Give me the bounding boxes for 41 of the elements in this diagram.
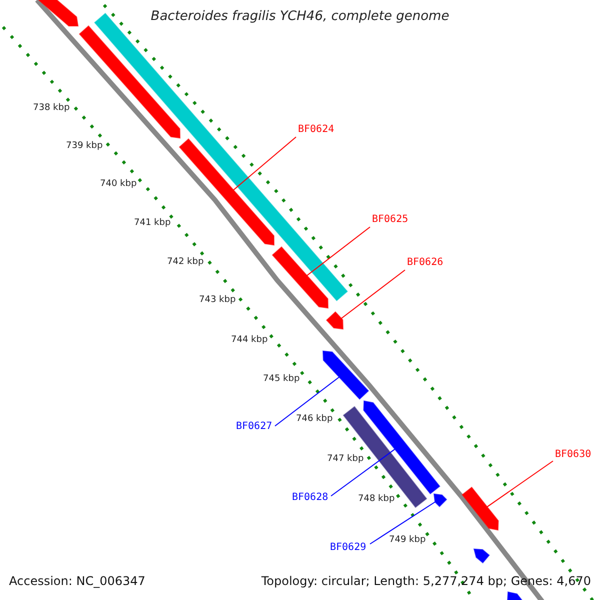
scale-label: 749 kbp xyxy=(389,535,426,545)
scale-label: 745 kbp xyxy=(263,374,300,384)
gene-label: BF0625 xyxy=(372,214,408,225)
scale-label: 748 kbp xyxy=(358,494,395,504)
accession-text: Accession: NC_006347 xyxy=(9,574,146,588)
gene-block xyxy=(363,400,440,494)
feature-bar xyxy=(342,406,428,508)
leader-line xyxy=(233,136,296,190)
leader-line xyxy=(340,270,406,319)
leader-line xyxy=(274,376,340,426)
scale-label: 740 kbp xyxy=(100,179,137,189)
gene-block xyxy=(433,493,448,508)
leader-line xyxy=(486,460,554,508)
gene-block xyxy=(322,350,370,400)
gene-label: BF0630 xyxy=(555,449,592,460)
scale-label: 741 kbp xyxy=(134,218,171,228)
gene-block xyxy=(272,246,329,309)
gene-label: BF0628 xyxy=(292,492,328,503)
gene-label: BF0629 xyxy=(330,542,366,553)
gene-block xyxy=(507,591,524,600)
title: Bacteroides fragilis YCH46, complete genome xyxy=(150,9,450,24)
scale-label: 747 kbp xyxy=(327,454,364,464)
scale-label: 743 kbp xyxy=(199,295,236,305)
leader-line xyxy=(330,448,396,496)
gene-block xyxy=(326,311,344,330)
gene-block xyxy=(178,138,274,246)
gene-block xyxy=(78,25,181,139)
gene-label: BF0627 xyxy=(236,421,272,432)
scale-label: 738 kbp xyxy=(33,103,70,113)
genome-info-text: Topology: circular; Length: 5,277,274 bp; Genes: 4,670 xyxy=(261,574,591,588)
gene-label: BF0624 xyxy=(298,124,334,135)
leader-line xyxy=(370,502,436,544)
scale-label: 742 kbp xyxy=(167,257,204,267)
leader-line xyxy=(306,226,370,276)
gene-block xyxy=(37,0,79,26)
scale-label: 739 kbp xyxy=(66,141,103,151)
scale-label: 744 kbp xyxy=(231,335,268,345)
gene-block xyxy=(462,486,499,531)
gene-block xyxy=(473,548,490,564)
scale-label: 746 kbp xyxy=(296,414,333,424)
gene-label: BF0626 xyxy=(407,257,444,268)
